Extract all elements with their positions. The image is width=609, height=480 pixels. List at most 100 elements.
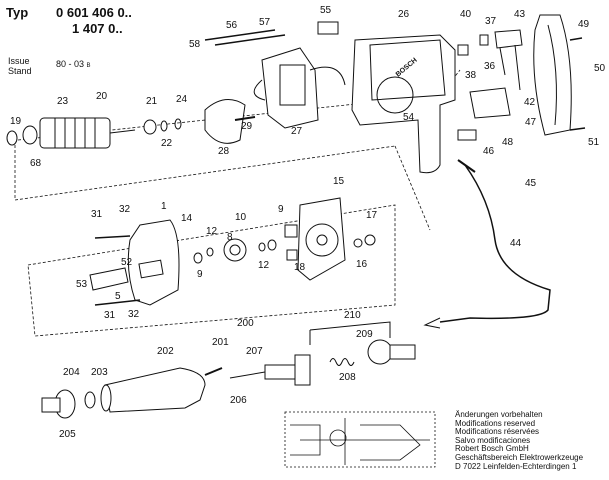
notes-block: Änderungen vorbehalten Modifications res… xyxy=(455,410,584,471)
callout-15: 15 xyxy=(333,176,345,187)
note-line: Robert Bosch GmbH xyxy=(455,444,529,454)
callout-9: 9 xyxy=(278,204,284,215)
callout-203: 203 xyxy=(91,367,108,378)
gear-cover xyxy=(297,197,346,281)
callout-32: 32 xyxy=(128,309,140,320)
issue-labels: Issue Stand xyxy=(8,56,32,76)
callout-43: 43 xyxy=(514,9,526,20)
callout-207: 207 xyxy=(246,346,263,357)
wiring-diagram xyxy=(284,411,436,468)
stand-label: Stand xyxy=(8,66,32,76)
callout-40: 40 xyxy=(460,9,472,20)
callout-27: 27 xyxy=(291,126,303,137)
callout-55: 55 xyxy=(320,5,332,16)
note-line: Salvo modificaciones xyxy=(455,435,531,445)
callout-45: 45 xyxy=(525,178,537,189)
callout-54: 54 xyxy=(403,112,415,123)
issue-suffix: B xyxy=(86,63,91,69)
callout-31: 31 xyxy=(91,209,103,220)
motor-housing xyxy=(351,34,456,174)
clutch-disc xyxy=(367,339,393,365)
callout-56: 56 xyxy=(226,20,238,31)
callout-32: 32 xyxy=(119,204,131,215)
callout-19: 19 xyxy=(10,116,22,127)
callout-26: 26 xyxy=(398,9,410,20)
callout-22: 22 xyxy=(161,138,173,149)
callout-24: 24 xyxy=(176,94,188,105)
note-line: Änderungen vorbehalten xyxy=(455,410,543,419)
callout-12: 12 xyxy=(206,226,218,237)
callout-210: 210 xyxy=(344,310,361,321)
type-number-1: 0 601 406 0.. xyxy=(56,5,132,20)
callout-57: 57 xyxy=(259,17,271,28)
field-coil xyxy=(253,47,346,129)
callout-53: 53 xyxy=(76,279,88,290)
callout-50: 50 xyxy=(594,63,606,74)
callout-8: 8 xyxy=(227,232,233,243)
spindle xyxy=(264,364,296,380)
callout-202: 202 xyxy=(157,346,174,357)
callout-31: 31 xyxy=(104,310,116,321)
nose-housing xyxy=(104,367,206,413)
callout-10: 10 xyxy=(235,212,247,223)
callout-42: 42 xyxy=(524,97,536,108)
callout-18: 18 xyxy=(294,262,306,273)
callout-38: 38 xyxy=(465,70,477,81)
callout-16: 16 xyxy=(356,259,368,270)
issue-value: 80 - 03 B xyxy=(56,59,91,69)
callout-209: 209 xyxy=(356,329,373,340)
callout-37: 37 xyxy=(485,16,497,27)
note-line: Geschäftsbereich Elektrowerkzeuge xyxy=(455,452,584,462)
suppressor-capacitor xyxy=(317,21,339,35)
callout-36: 36 xyxy=(484,61,496,72)
callout-58: 58 xyxy=(189,39,201,50)
spring xyxy=(329,358,355,366)
callout-14: 14 xyxy=(181,213,193,224)
callout-48: 48 xyxy=(502,137,514,148)
callout-1: 1 xyxy=(161,201,167,212)
callout-17: 17 xyxy=(366,210,378,221)
callout-5: 5 xyxy=(115,291,121,302)
callout-205: 205 xyxy=(59,429,76,440)
callout-208: 208 xyxy=(339,372,356,383)
callout-200: 200 xyxy=(237,318,254,329)
callout-12: 12 xyxy=(258,260,270,271)
callout-51: 51 xyxy=(588,137,600,148)
callout-201: 201 xyxy=(212,337,229,348)
note-line: Modifications reserved xyxy=(455,418,536,428)
callout-206: 206 xyxy=(230,395,247,406)
issue-date: 80 - 03 xyxy=(56,59,85,69)
power-cable xyxy=(439,164,551,323)
callout-28: 28 xyxy=(218,146,230,157)
callout-68: 68 xyxy=(30,158,42,169)
fan-baffle xyxy=(204,99,246,144)
callout-204: 204 xyxy=(63,367,80,378)
typ-label: Typ xyxy=(6,5,29,20)
armature xyxy=(6,117,182,149)
callout-52: 52 xyxy=(121,257,133,268)
callout-49: 49 xyxy=(578,19,590,30)
callout-46: 46 xyxy=(483,146,495,157)
switch-part xyxy=(479,34,489,46)
callout-29: 29 xyxy=(241,121,253,132)
callout-9: 9 xyxy=(197,269,203,280)
handle-shell xyxy=(533,14,572,136)
rating-plate xyxy=(89,267,129,291)
note-line: D 7022 Leinfelden-Echterdingen 1 xyxy=(455,461,577,471)
callout-47: 47 xyxy=(525,117,537,128)
suppressor xyxy=(494,29,523,49)
switch-part xyxy=(457,44,469,56)
note-line: Modifications réservées xyxy=(455,427,540,437)
callout-23: 23 xyxy=(57,96,69,107)
callout-44: 44 xyxy=(510,238,522,249)
issue-label: Issue xyxy=(8,56,30,66)
callout-21: 21 xyxy=(146,96,158,107)
type-number-2: 1 407 0.. xyxy=(72,21,123,36)
gear-housing xyxy=(127,219,180,306)
gear xyxy=(223,238,247,262)
callout-20: 20 xyxy=(96,91,108,102)
cord-clamp xyxy=(457,129,477,141)
electronic-switch xyxy=(469,87,511,119)
